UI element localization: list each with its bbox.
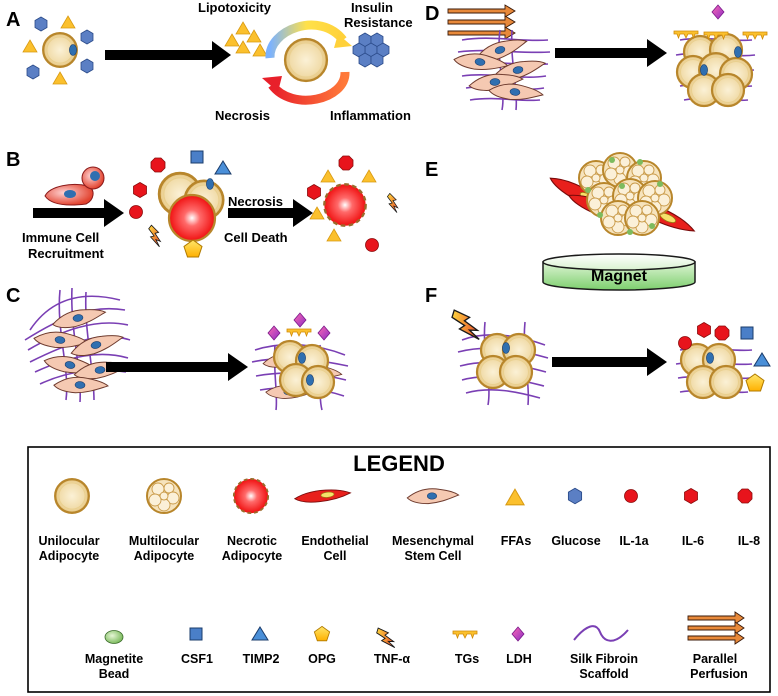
panel-a-cycle (262, 20, 352, 105)
panel-f-arrow (552, 348, 667, 376)
panel-c-letter: C (6, 285, 20, 307)
panel-a-insulin-label-2: Resistance (344, 15, 413, 30)
legend-label-il1a: IL-1a (619, 534, 649, 548)
legend-label-unilocular-1: Unilocular (38, 534, 99, 548)
legend-label-tnf: TNF-α (374, 652, 410, 666)
legend-label-multilocular-1: Multilocular (129, 534, 199, 548)
legend-csf1-icon (189, 627, 203, 641)
legend-label-csf1: CSF1 (181, 652, 213, 666)
panel-b-necrosis-label: Necrosis (228, 194, 283, 209)
legend-label-timp2: TIMP2 (243, 652, 280, 666)
legend-row-2-symbols (104, 611, 745, 653)
panel-c-arrow (106, 353, 248, 381)
panel-a-necrosis-label: Necrosis (215, 108, 270, 123)
legend-il6-icon (684, 488, 698, 504)
panel-b-arrow-1 (33, 199, 124, 227)
legend-label-unilocular-2: Adipocyte (39, 549, 99, 563)
panel-c: C (6, 285, 349, 411)
panel-d-scaffold-left (452, 29, 551, 111)
panel-a-insulin-label-1: Insulin (351, 0, 393, 15)
legend-label-opg: OPG (308, 652, 336, 666)
legend-multilocular-icon (146, 478, 182, 514)
panel-e: E Magnet (425, 152, 698, 291)
legend-il8-icon (737, 488, 753, 504)
legend-label-tgs: TGs (455, 652, 479, 666)
panel-c-right-cluster (251, 312, 349, 411)
legend-label-perfusion-2: Perfusion (690, 667, 748, 681)
legend-label-silk-2: Scaffold (579, 667, 628, 681)
panel-d: D (425, 3, 768, 111)
panel-e-cluster (546, 152, 698, 238)
legend-label-endothelial-2: Cell (324, 549, 347, 563)
legend-bead-icon (104, 630, 124, 644)
panel-a-arrow (105, 41, 231, 69)
legend-row-1-labels: Unilocular Adipocyte Multilocular Adipoc… (38, 534, 760, 563)
legend-row-2-labels: Magnetite Bead CSF1 TIMP2 OPG TNF-α TGs … (85, 652, 748, 681)
legend-necrotic-icon (232, 477, 270, 515)
panel-a: A Lipotoxicity Insulin Resistance (6, 0, 413, 123)
legend-label-bead-2: Bead (99, 667, 130, 681)
legend-label-ldh: LDH (506, 652, 532, 666)
panel-d-arrow (555, 39, 667, 67)
legend-title: LEGEND (353, 451, 445, 476)
panel-f-right-cluster (675, 322, 771, 400)
legend-label-multilocular-2: Adipocyte (134, 549, 194, 563)
legend-label-bead-1: Magnetite (85, 652, 143, 666)
panel-f-letter: F (425, 285, 437, 307)
panel-a-letter: A (6, 9, 20, 31)
panel-d-right-cluster (673, 4, 768, 108)
magnet-label: Magnet (591, 268, 648, 285)
legend: LEGEND Unilocular Adipocyte Multilocular… (27, 446, 771, 693)
legend-label-msc-2: Stem Cell (405, 549, 462, 563)
panel-b-immune-cells (44, 166, 105, 206)
legend-silk-icon (573, 625, 629, 642)
legend-label-il8: IL-8 (738, 534, 760, 548)
legend-glucose-icon (567, 487, 583, 505)
panel-f: F (425, 285, 771, 406)
legend-label-perfusion-1: Parallel (693, 652, 737, 666)
legend-label-ffas: FFAs (501, 534, 532, 548)
panel-d-perfusion (447, 4, 516, 40)
panel-b: B Immune Cell Recruitment Necrosis Cell … (6, 149, 399, 261)
legend-perfusion-icon (687, 611, 745, 645)
panel-a-lipotoxicity-label: Lipotoxicity (198, 0, 272, 15)
panel-a-ffa-cluster (224, 21, 268, 57)
legend-label-glucose: Glucose (551, 534, 600, 548)
legend-label-endothelial-1: Endothelial (301, 534, 368, 548)
panel-b-middle-cluster (129, 150, 232, 258)
panel-b-arrow-2 (228, 199, 313, 227)
panel-b-immune-label-2: Recruitment (28, 246, 105, 261)
legend-label-necrotic-1: Necrotic (227, 534, 277, 548)
panel-b-immune-label-1: Immune Cell (22, 230, 99, 245)
legend-il1a-icon (624, 489, 638, 503)
legend-label-il6: IL-6 (682, 534, 704, 548)
panel-a-start-cluster (22, 15, 94, 85)
legend-label-necrotic-2: Adipocyte (222, 549, 282, 563)
panel-b-right-cluster (307, 155, 399, 252)
panel-b-cell-death-label: Cell Death (224, 230, 288, 245)
panel-e-letter: E (425, 159, 438, 181)
legend-unilocular-icon (54, 478, 90, 514)
legend-label-msc-1: Mesenchymal (392, 534, 474, 548)
legend-label-silk-1: Silk Fibroin (570, 652, 638, 666)
panel-a-inflammation-label: Inflammation (330, 108, 411, 123)
panel-d-letter: D (425, 3, 439, 25)
panel-b-letter: B (6, 149, 20, 171)
panel-f-left-cluster (449, 304, 549, 406)
magnet: Magnet (542, 253, 696, 291)
panel-c-scaffold-left (24, 287, 131, 403)
panel-a-glucose-cluster (352, 32, 390, 68)
